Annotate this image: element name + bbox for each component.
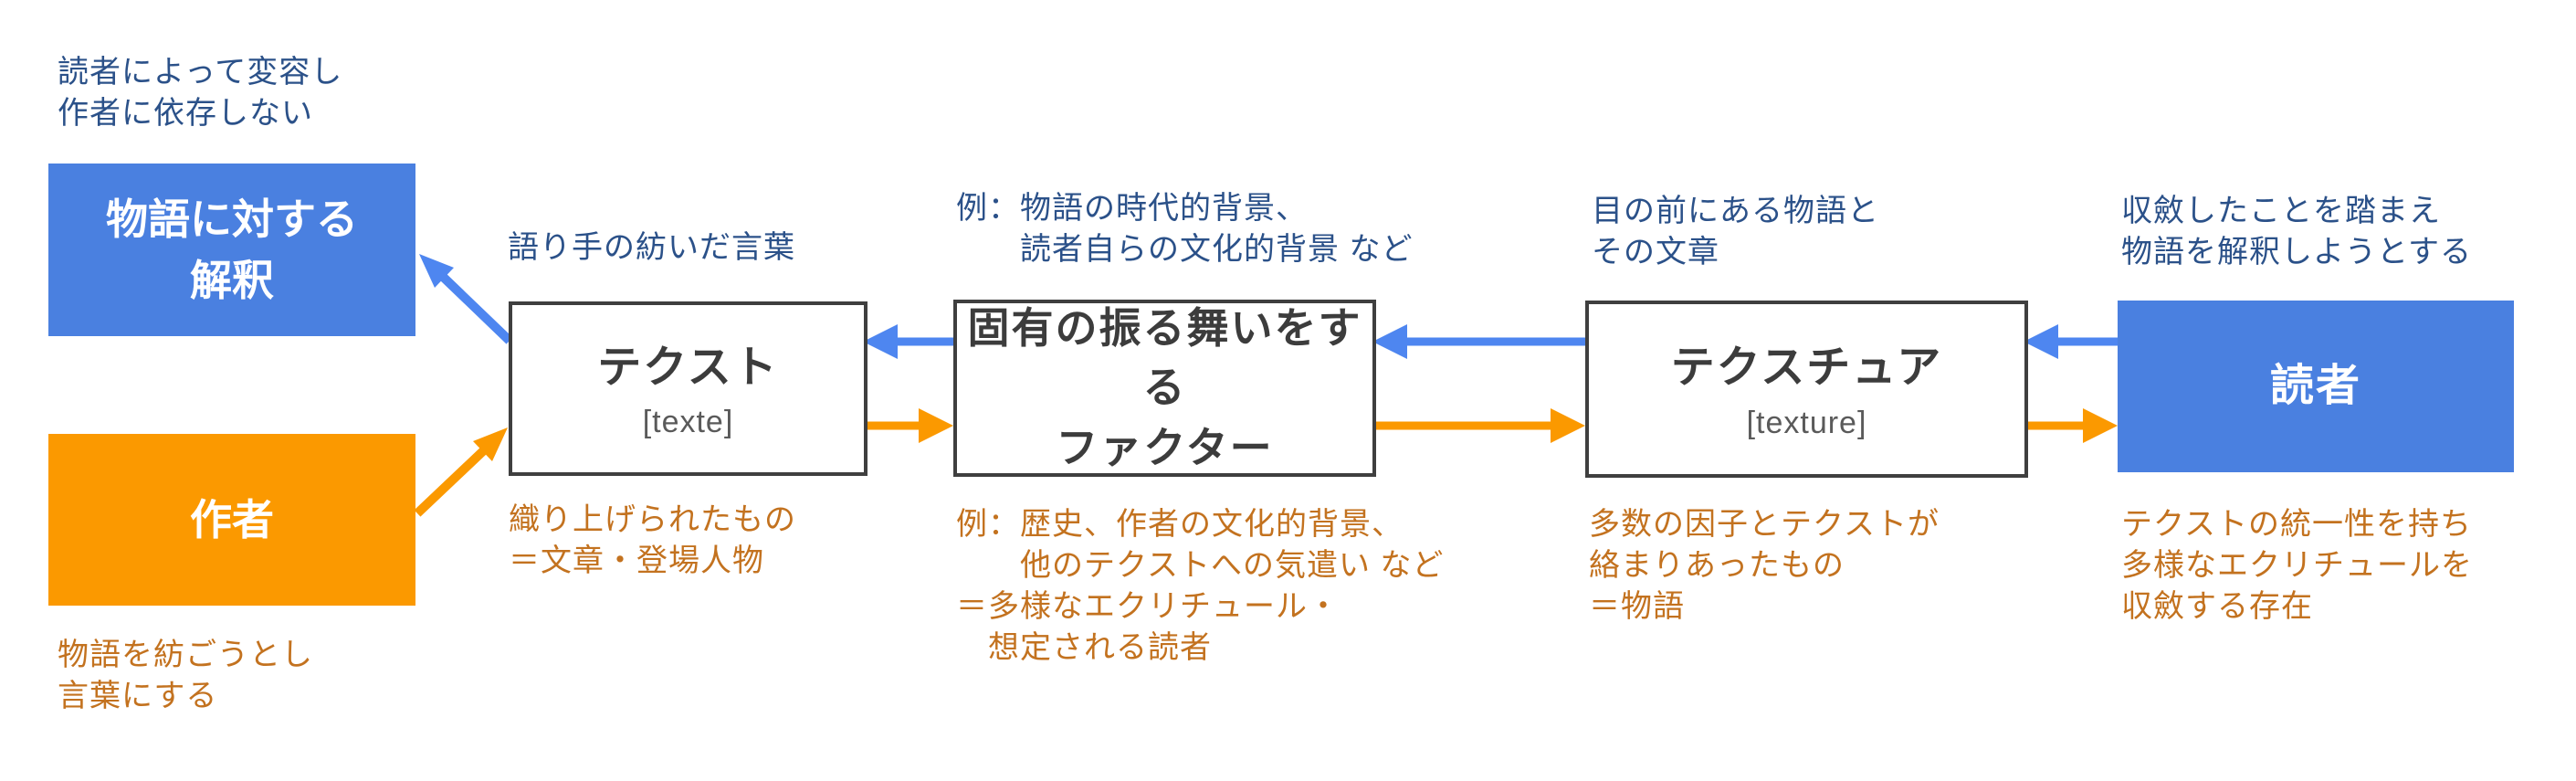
interpretation-box: 物語に対する 解釈 xyxy=(48,164,415,336)
arrow-text-to-factor xyxy=(860,408,953,443)
texture-subtitle: [texture] xyxy=(1746,405,1867,440)
arrow-factor-to-text xyxy=(863,324,953,359)
author-title: 作者 xyxy=(190,495,274,544)
note-reader-transform: 読者によって変容し 作者に依存しない xyxy=(58,55,343,131)
arrow-texture-to-factor xyxy=(1372,324,1585,359)
note-entangled: 多数の因子とテクストが 絡まりあったもの ＝物語 xyxy=(1589,507,1940,624)
arrow-text-to-interpretation xyxy=(419,254,513,344)
note-narrator-words: 語り手の紡いだ言葉 xyxy=(508,230,795,265)
note-author-action: 物語を紡ごうとし 言葉にする xyxy=(58,638,313,713)
arrow-factor-to-texture xyxy=(1369,408,1585,443)
note-factor-examples-orange: 例：歴史、作者の文化的背景、 他のテクストへの気遣い など ＝多様なエクリチュー… xyxy=(956,507,1445,665)
arrow-author-to-text xyxy=(414,427,508,517)
text-box: テクスト [texte] xyxy=(509,301,867,476)
arrow-texture-to-reader xyxy=(2021,408,2118,443)
text-title: テクスト xyxy=(597,343,779,392)
factor-title: 固有の振る舞いをする ファクター xyxy=(967,304,1362,471)
author-box: 作者 xyxy=(48,434,415,606)
texture-box: テクスチュア [texture] xyxy=(1585,301,2028,478)
arrow-reader-to-texture xyxy=(2024,324,2118,359)
note-converge-interpret: 収斂したことを踏まえ 物語を解釈しようとする xyxy=(2121,194,2472,269)
interpretation-title: 物語に対する 解釈 xyxy=(106,195,358,304)
texture-title: テクスチュア xyxy=(1670,343,1943,393)
text-subtitle: [texte] xyxy=(642,405,734,440)
note-story-before-eyes: 目の前にある物語と その文章 xyxy=(1592,194,1879,269)
reader-title: 読者 xyxy=(2269,362,2361,411)
note-factor-examples-blue: 例：物語の時代的背景、 読者自らの文化的背景 など xyxy=(956,191,1414,267)
note-reader-nature: テクストの統一性を持ち 多様なエクリチュールを 収斂する存在 xyxy=(2121,507,2473,624)
note-woven: 織り上げられたもの ＝文章・登場人物 xyxy=(509,502,796,578)
reader-box: 読者 xyxy=(2118,301,2514,472)
factor-box: 固有の振る舞いをする ファクター xyxy=(953,300,1376,477)
